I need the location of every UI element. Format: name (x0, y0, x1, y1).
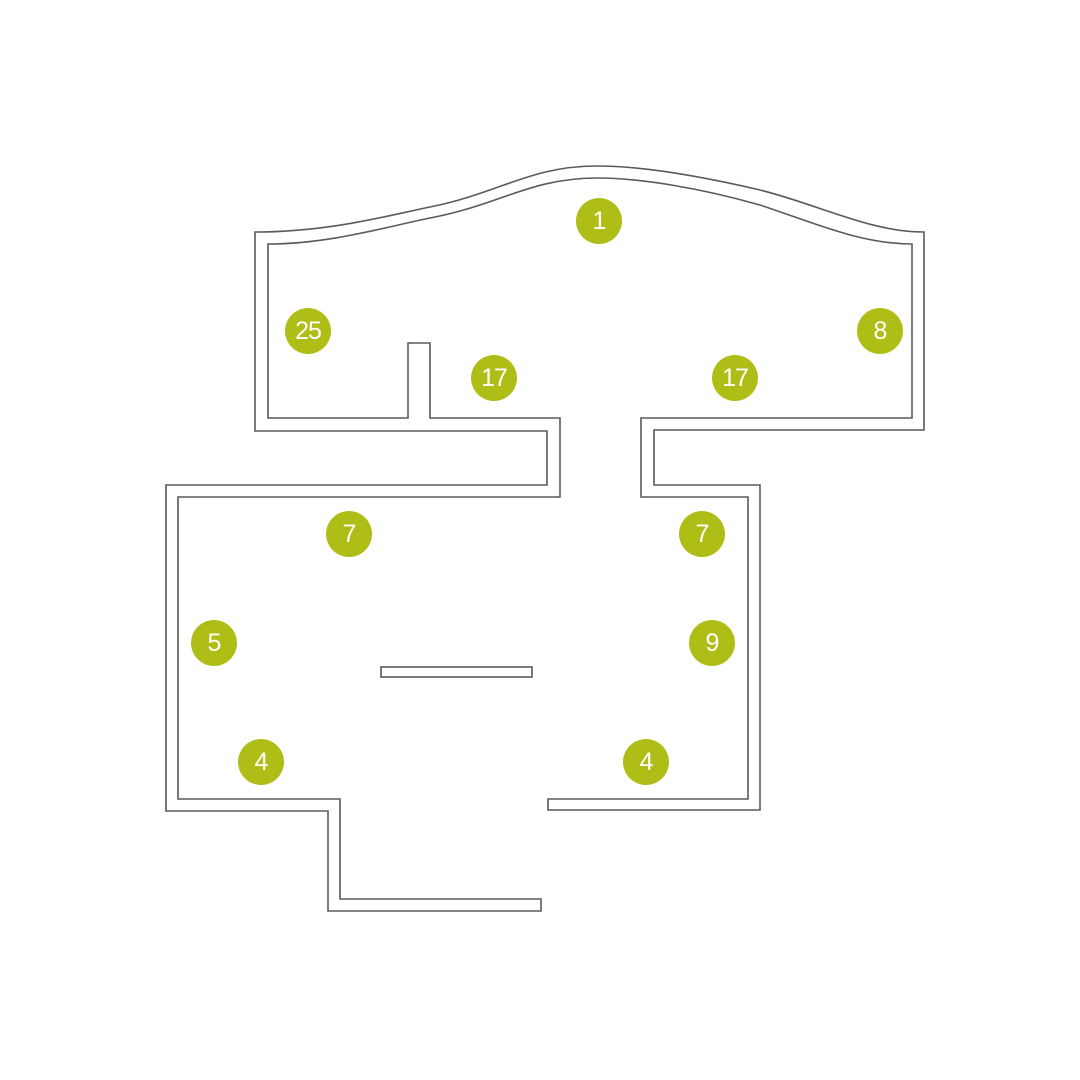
location-marker-4-left[interactable]: 4 (238, 739, 284, 785)
location-marker-17-right[interactable]: 17 (712, 355, 758, 401)
marker-label: 9 (705, 629, 720, 657)
location-marker-4-right[interactable]: 4 (623, 739, 669, 785)
location-marker-1[interactable]: 1 (576, 198, 622, 244)
upper-room-outer-wall (165, 165, 925, 912)
marker-label: 8 (873, 317, 888, 345)
location-marker-25[interactable]: 25 (285, 308, 331, 354)
location-marker-7-left[interactable]: 7 (326, 511, 372, 557)
marker-label: 4 (639, 748, 654, 776)
marker-label: 5 (207, 629, 222, 657)
location-marker-5[interactable]: 5 (191, 620, 237, 666)
location-marker-7-right[interactable]: 7 (679, 511, 725, 557)
marker-label: 17 (722, 364, 749, 392)
marker-label: 1 (592, 207, 607, 235)
location-marker-8[interactable]: 8 (857, 308, 903, 354)
partition-wall (380, 666, 533, 678)
marker-label: 7 (695, 520, 710, 548)
marker-label: 17 (481, 364, 508, 392)
marker-label: 25 (295, 317, 322, 345)
location-marker-9[interactable]: 9 (689, 620, 735, 666)
marker-label: 4 (254, 748, 269, 776)
marker-label: 7 (342, 520, 357, 548)
location-marker-17-left[interactable]: 17 (471, 355, 517, 401)
